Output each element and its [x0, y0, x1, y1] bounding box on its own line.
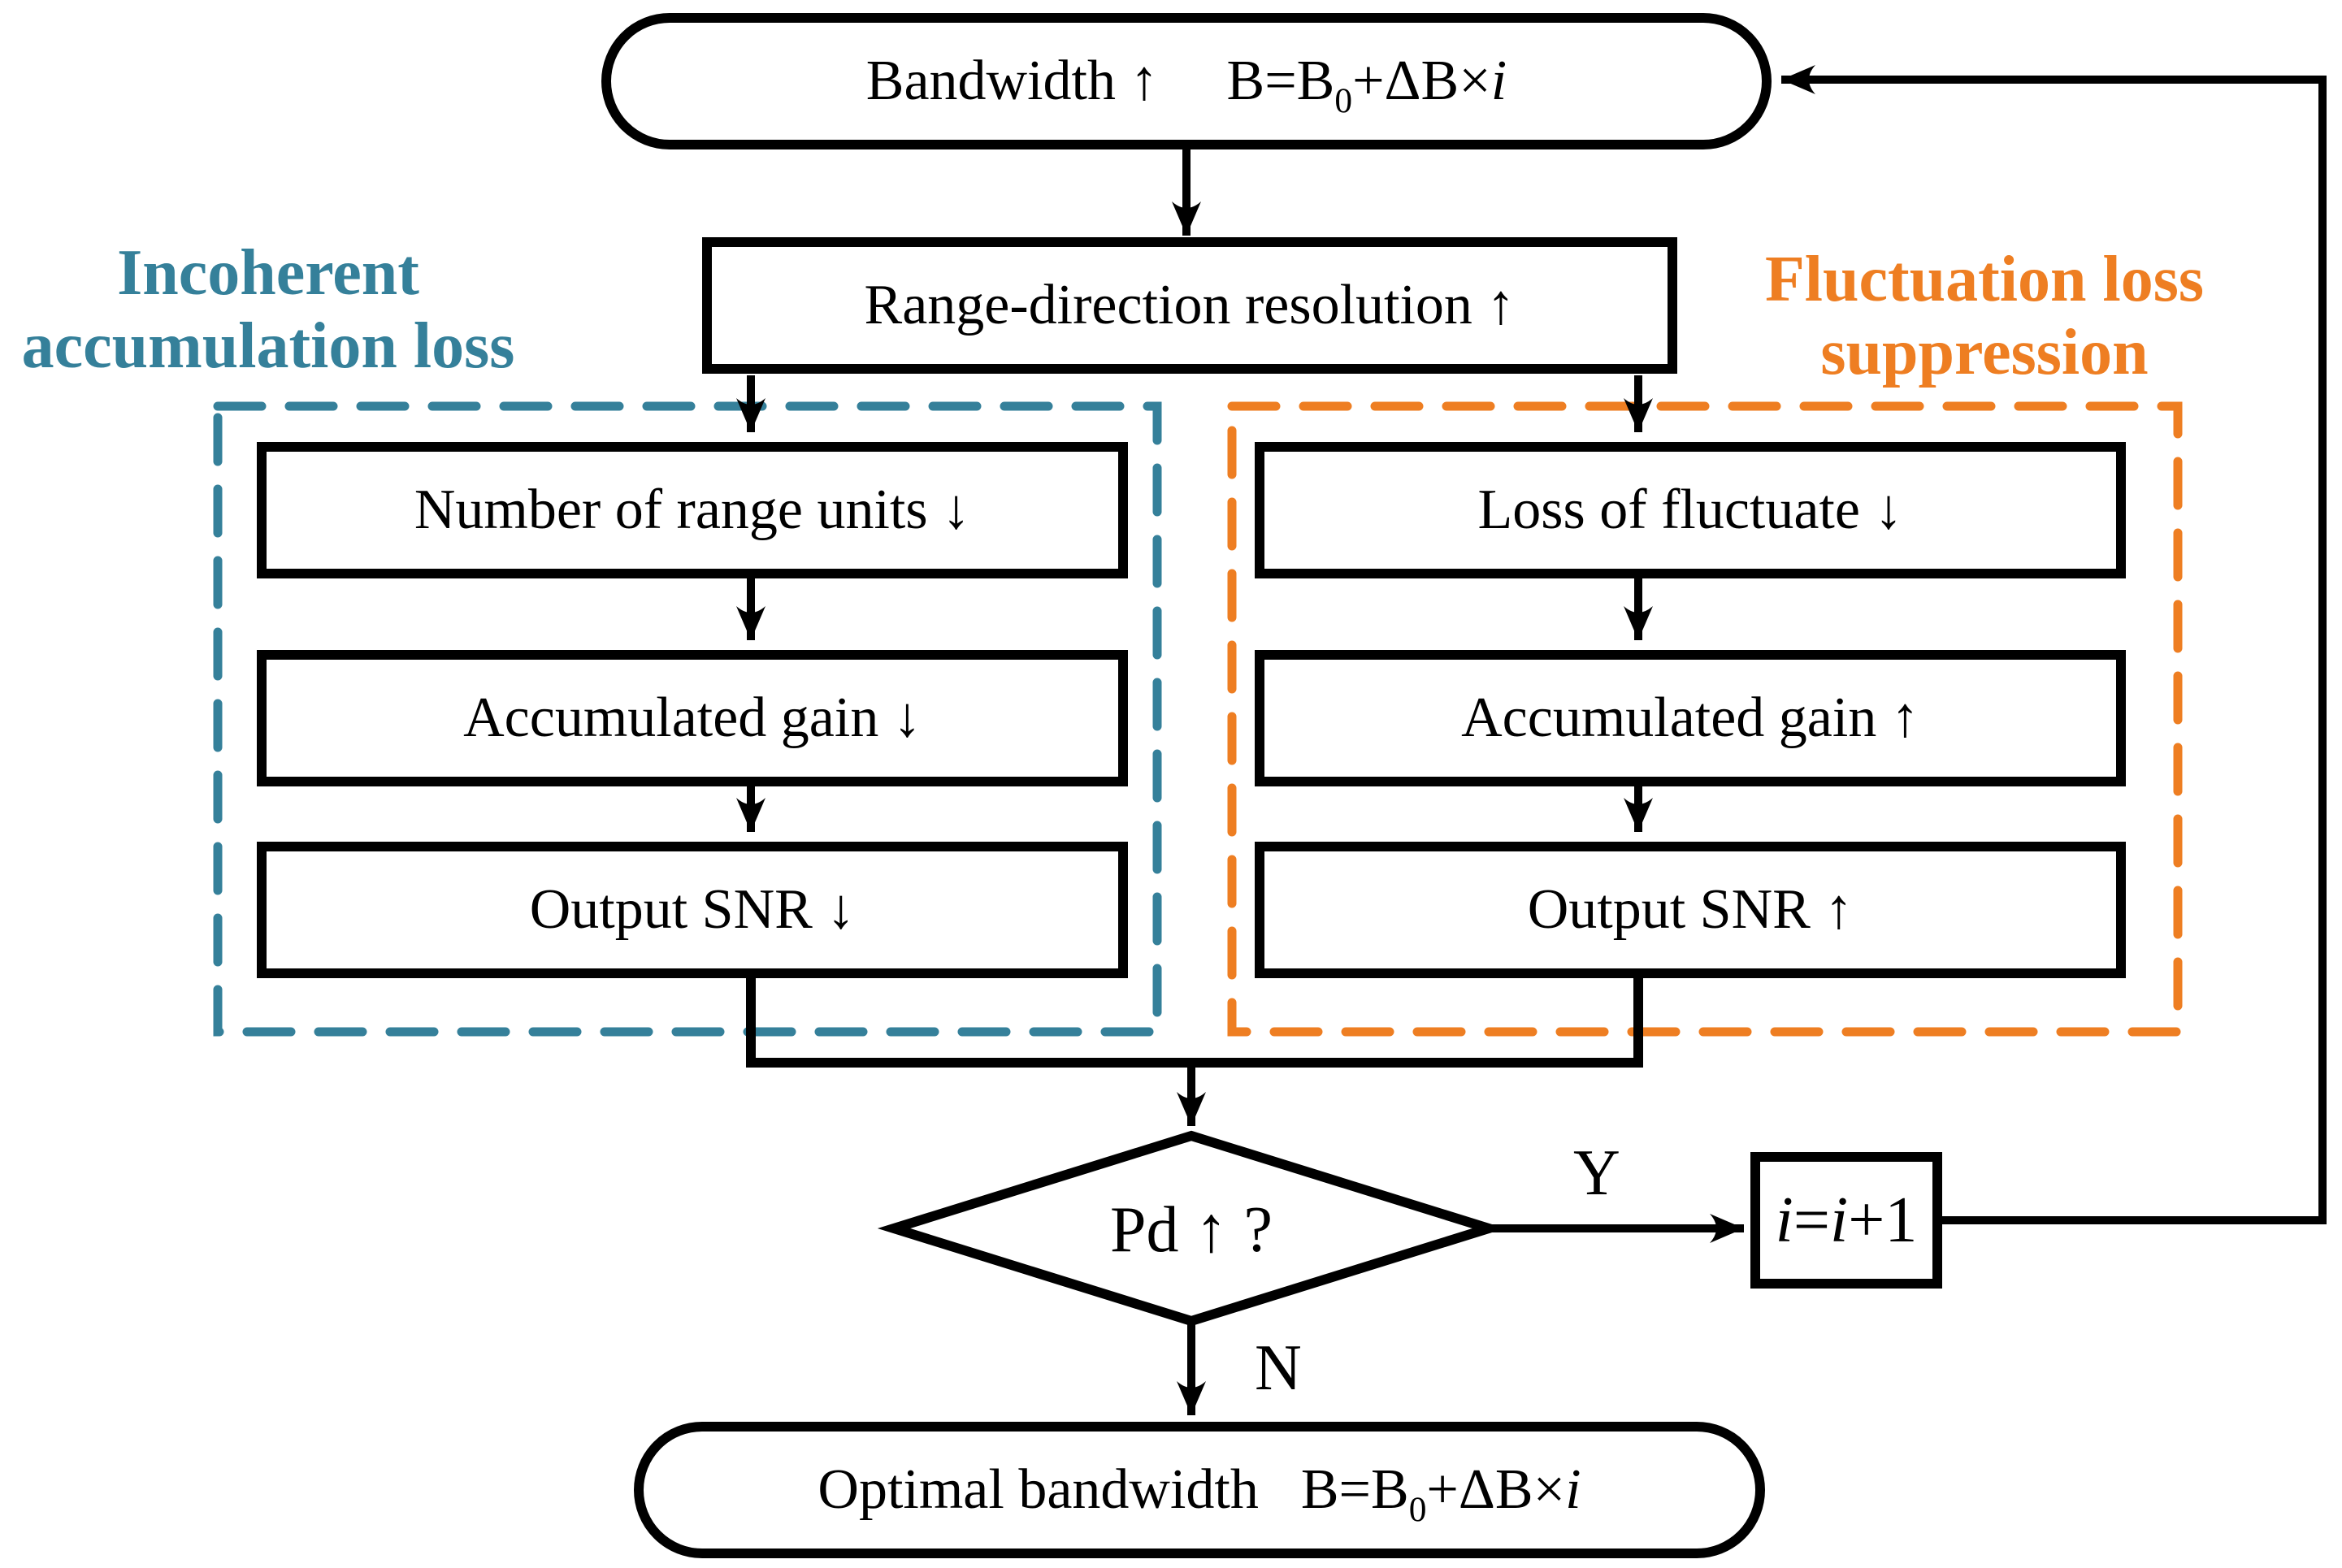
incoherent-loss-group-border: [213, 401, 1162, 1037]
yes-branch-label: Y: [1573, 1136, 1620, 1209]
start-node: Bandwidth ↑ B=B0+ΔB×i: [601, 13, 1772, 149]
edge-converge-bus: [746, 978, 1643, 1068]
resolution-label: Range-direction resolution ↑: [864, 272, 1516, 336]
accumulated-gain-up-node: Accumulated gain ↑: [1255, 650, 2126, 786]
edge-increment-loop-to-start: [1781, 65, 2327, 1224]
resolution-node: Range-direction resolution ↑: [702, 237, 1677, 374]
incoherent-loss-group-label: Incoherent accumulation loss: [21, 236, 515, 382]
fluctuation-suppression-group-border: [1227, 401, 2183, 1037]
increment-node: i=i+1: [1750, 1152, 1942, 1289]
decision-node: Pd ↑ ?: [1110, 1192, 1273, 1265]
loss-of-fluctuate-node: Loss of fluctuate ↓: [1255, 442, 2126, 578]
end-formula: B=B0+ΔB×i: [1300, 1457, 1581, 1529]
end-node: Optimal bandwidth B=B0+ΔB×i: [634, 1422, 1765, 1558]
output-snr-up-node: Output SNR ↑: [1255, 842, 2126, 978]
output-snr-down-node: Output SNR ↓: [257, 842, 1128, 978]
end-label: Optimal bandwidth: [818, 1457, 1259, 1521]
start-label: Bandwidth ↑: [865, 48, 1159, 112]
range-units-node: Number of range units ↓: [257, 442, 1128, 578]
accumulated-gain-down-node: Accumulated gain ↓: [257, 650, 1128, 786]
increment-expression: i=i+1: [1775, 1183, 1918, 1256]
start-formula: B=B0+ΔB×i: [1226, 48, 1507, 120]
no-branch-label: N: [1255, 1331, 1302, 1404]
fluctuation-suppression-group-label: Fluctuation loss suppression: [1764, 242, 2205, 388]
